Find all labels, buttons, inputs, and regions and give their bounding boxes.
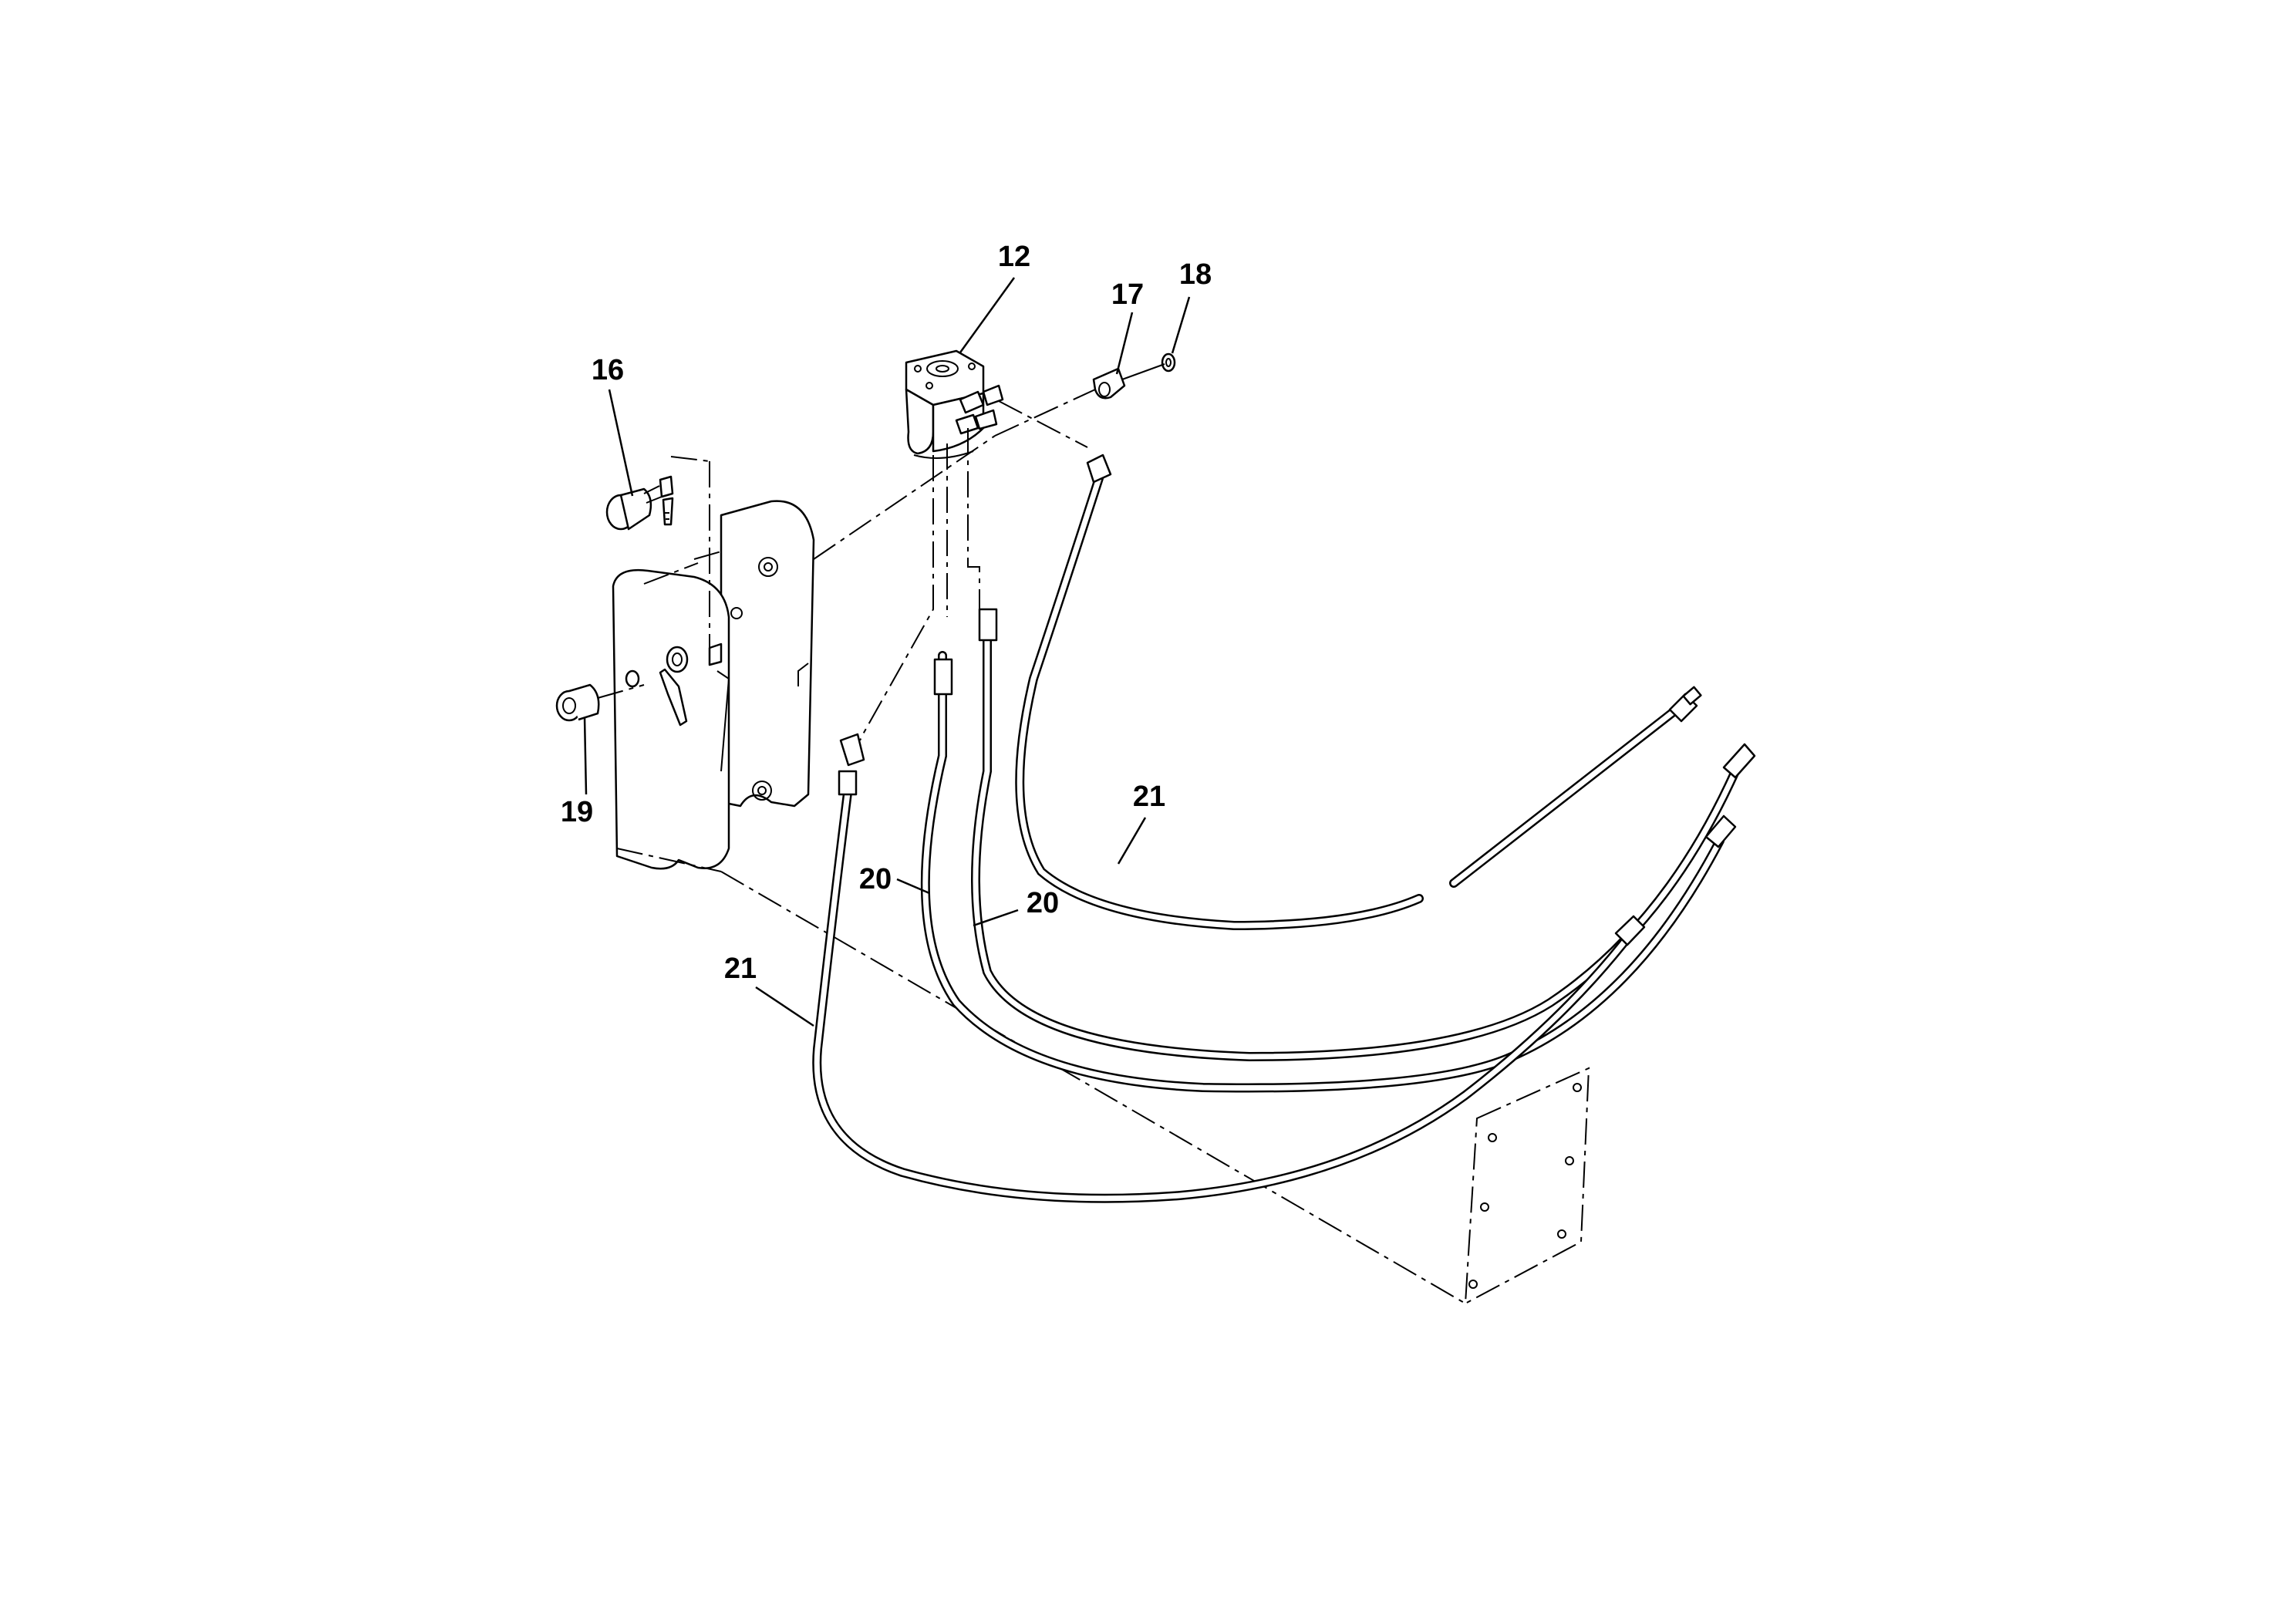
callout-21-left: 21 [724, 953, 757, 985]
callout-20-right: 20 [1027, 887, 1059, 919]
ignition-switch-with-lever [625, 646, 689, 727]
callout-20-left: 20 [859, 863, 892, 895]
callout-21-right: 21 [1133, 781, 1165, 813]
assembly-centerlines [597, 389, 1466, 1304]
hose-21-left [812, 733, 1646, 1203]
callout-18: 18 [1179, 258, 1212, 291]
part-17-clip [1092, 367, 1126, 400]
rear-mounting-plate [720, 500, 815, 808]
callout-19: 19 [561, 796, 593, 828]
access-cover-plate [1464, 1067, 1590, 1305]
leader-lines [583, 277, 1191, 1027]
front-mounting-plate [612, 568, 743, 870]
callout-17: 17 [1111, 278, 1144, 311]
part-19-knob [555, 683, 600, 722]
part-16-key-switch [605, 475, 674, 531]
part-12-steering-valve [905, 349, 1004, 459]
hose-20-outer [920, 651, 1737, 1093]
hose-20-inner [971, 608, 1756, 1062]
hose-21-right [1015, 454, 1702, 931]
part-18-washer-bolt [1121, 352, 1176, 380]
callout-12: 12 [998, 241, 1030, 273]
callout-16: 16 [592, 354, 624, 386]
